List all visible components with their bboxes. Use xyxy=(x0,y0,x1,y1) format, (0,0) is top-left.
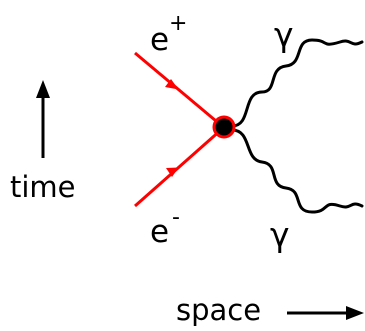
positron-charge: + xyxy=(169,11,187,36)
space-arrow-icon xyxy=(287,306,364,320)
electron-charge: - xyxy=(172,205,180,230)
electron-arrow-icon xyxy=(166,167,179,177)
positron-line xyxy=(134,51,223,128)
photon-line-bottom xyxy=(230,128,364,214)
interaction-vertex xyxy=(212,115,236,139)
time-arrow-icon xyxy=(36,80,50,158)
photon-line-top xyxy=(230,38,364,128)
positron-arrow-icon xyxy=(165,79,179,90)
electron-label: e xyxy=(150,214,169,250)
space-label: space xyxy=(176,293,261,327)
photon-bottom-label: γ xyxy=(270,215,290,254)
positron-label: e xyxy=(150,22,169,58)
time-label: time xyxy=(10,170,76,204)
electron-line xyxy=(134,127,223,208)
photon-top-label: γ xyxy=(274,15,294,54)
